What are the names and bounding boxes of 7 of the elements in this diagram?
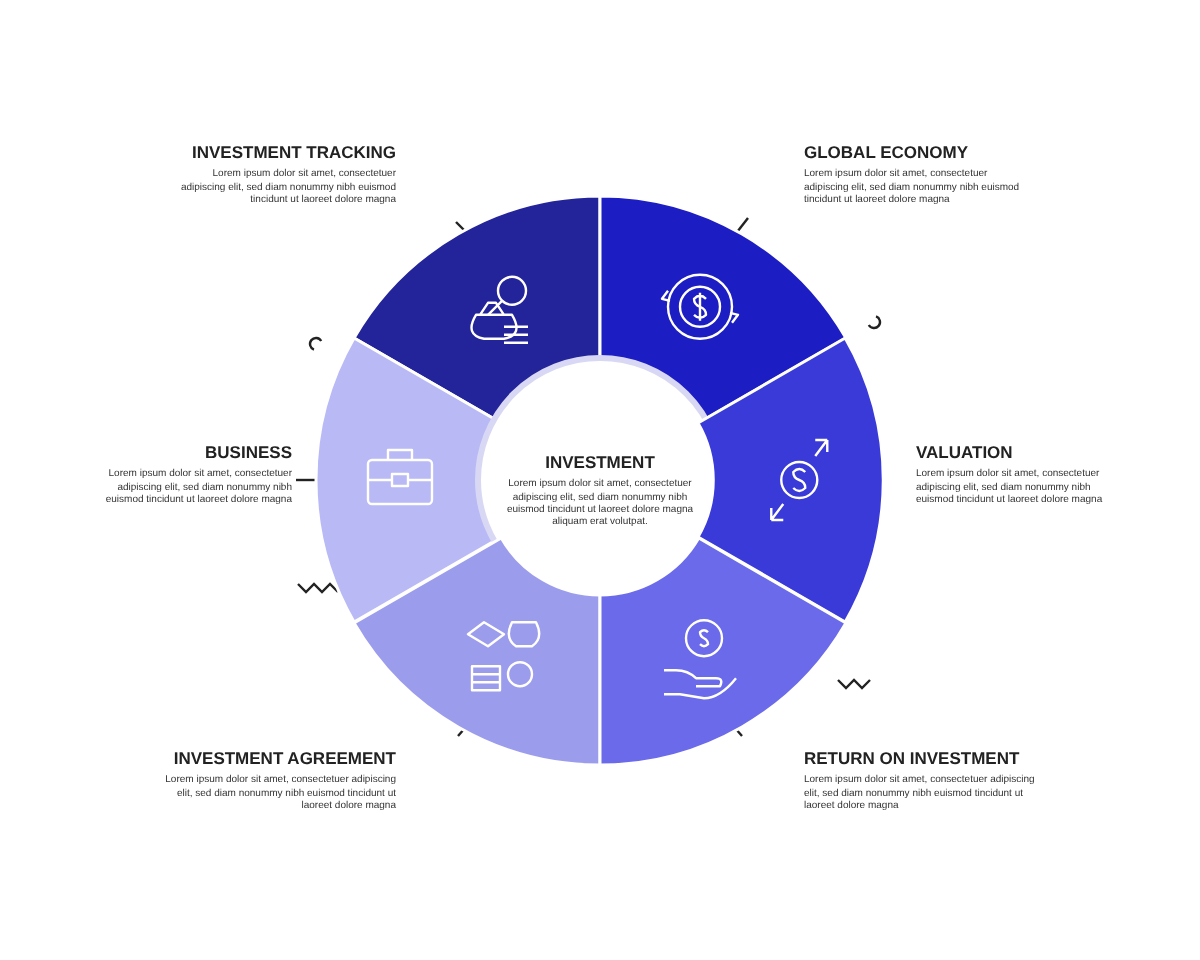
segment-heading: RETURN ON INVESTMENT xyxy=(804,750,1022,769)
segment-heading: GLOBAL ECONOMY xyxy=(804,144,971,163)
segment-heading: INVESTMENT AGREEMENT xyxy=(171,750,396,769)
segment-heading: VALUATION xyxy=(915,444,1015,463)
segment-heading: INVESTMENT xyxy=(543,454,657,473)
segment-heading: INVESTMENT TRACKING xyxy=(190,144,396,163)
segment-heading: BUSINESS xyxy=(203,444,292,463)
